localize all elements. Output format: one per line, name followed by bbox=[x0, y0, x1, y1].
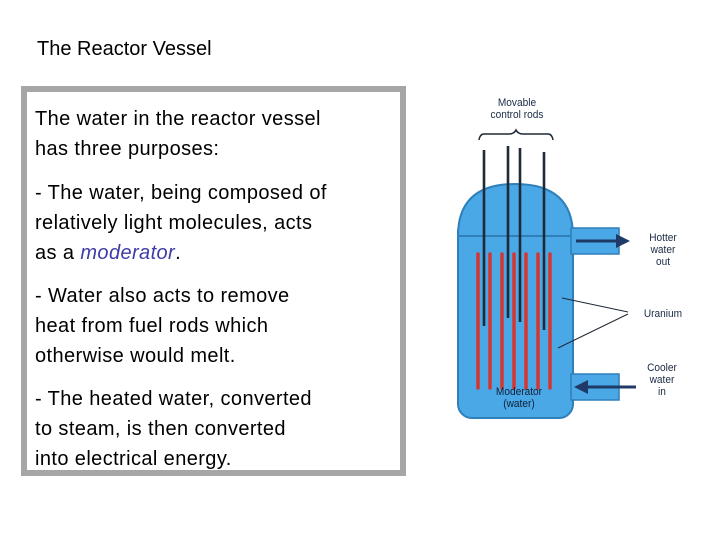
point-energy: - The heated water, converted to steam, … bbox=[35, 384, 312, 474]
point-line: relatively light molecules, acts bbox=[35, 212, 313, 234]
point-heat-removal: - Water also acts to remove heat from fu… bbox=[35, 281, 290, 371]
label-control-rods: Movable control rods bbox=[477, 97, 556, 121]
reactor-vessel-dome bbox=[456, 182, 575, 237]
cool-water-in-arrow bbox=[574, 380, 636, 394]
point-moderator: - The water, being composed of relativel… bbox=[35, 178, 327, 268]
point-line: . bbox=[175, 242, 182, 264]
control-rods-brace bbox=[484, 128, 554, 141]
label-line: control rods bbox=[490, 109, 544, 121]
text-box: The water in the reactor vessel has thre… bbox=[21, 86, 406, 476]
fuel-rods bbox=[476, 252, 552, 390]
label-moderator: Moderator (water) bbox=[485, 386, 553, 410]
reactor-diagram-graphic bbox=[456, 128, 636, 419]
point-line: otherwise would melt. bbox=[35, 345, 236, 367]
label-uranium: Uranium bbox=[643, 308, 683, 320]
reactor-diagram: Movable control rods Hotter water out Ur… bbox=[366, 86, 704, 456]
control-rods-brace-left-end bbox=[478, 133, 485, 141]
hot-water-out-arrow bbox=[576, 234, 630, 248]
label-line: Hotter bbox=[649, 232, 677, 244]
label-hotter-water-out: Hotter water out bbox=[636, 232, 689, 268]
label-line: Movable bbox=[497, 97, 537, 109]
point-line: - The heated water, converted bbox=[35, 388, 312, 410]
label-line: Moderator bbox=[495, 386, 543, 398]
label-line: water bbox=[650, 244, 676, 256]
control-rods bbox=[482, 146, 546, 330]
uranium-pointer-lines bbox=[557, 297, 629, 349]
point-line: into electrical energy. bbox=[35, 448, 232, 470]
slide-title: The Reactor Vessel bbox=[37, 38, 212, 60]
point-line: - The water, being composed of bbox=[35, 182, 327, 204]
label-line: (water) bbox=[503, 398, 535, 410]
label-line: Cooler bbox=[647, 362, 677, 374]
moderator-term: moderator bbox=[80, 242, 176, 264]
point-line: as a bbox=[35, 242, 81, 264]
intro-line: has three purposes: bbox=[35, 138, 220, 160]
point-line: to steam, is then converted bbox=[35, 418, 286, 440]
point-line: heat from fuel rods which bbox=[35, 315, 269, 337]
intro-paragraph: The water in the reactor vessel has thre… bbox=[35, 104, 321, 164]
label-cooler-water-in: Cooler water in bbox=[636, 362, 688, 398]
label-line: water bbox=[649, 374, 675, 386]
point-line: - Water also acts to remove bbox=[35, 285, 290, 307]
label-line: out bbox=[655, 256, 671, 268]
intro-line: The water in the reactor vessel bbox=[35, 108, 321, 130]
label-line: in bbox=[658, 386, 666, 398]
